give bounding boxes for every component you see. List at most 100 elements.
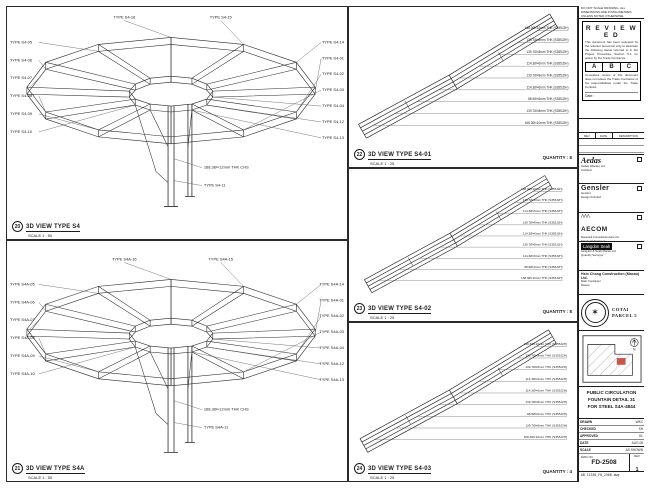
status-option-a: A [586,63,604,72]
panel-3d-view-s4a: TYPE S4A-16 TYPE S4A-15 TYPE S4A-05 TYPE… [6,240,348,482]
north-label: N [633,347,636,351]
callout-label: TYPE S4-09 [10,111,33,116]
panel-detail-s4-02: 168.3Ø×10mm THK (S355J2H) 139.7Ø×8mm THK… [348,168,578,322]
callout-label: TYPE S4-13 [322,135,345,140]
callout-label: TYPE S4A-07 [10,317,35,322]
revision-table: REV DATE DESCRIPTION [579,133,644,155]
callout-label: TYPE S4A-03 [319,329,344,334]
callout-label: TYPE S4A-01 [319,297,344,302]
callout-label: 139.7Ø×8mm THK (S355J2H) [526,38,568,42]
consultant-checkbox [637,215,642,220]
consultant-gensler: Gensler Gensler Design Architect [579,184,644,213]
callout-label: TYPE S4-05 [10,39,33,44]
north-arrow-icon [629,337,638,347]
callout-label: 114.3Ø×6mm THK (S355J2H) [527,85,569,89]
scale-row: SCALE AS SHOWN [579,447,644,454]
callout-label: 88.9Ø×6mm THK (S355J2H) [524,265,562,269]
drawn-value: WKC [635,420,643,424]
callout-label: TYPE S4A-15 [208,257,233,262]
title-block: DO NOT SCALE DRAWING. ALL DIMENSIONS ARE… [578,6,644,482]
callout-label: 114.3Ø×6mm THK (S355J2H) [526,389,567,393]
consultant-aecom: ⋀⋀⋀ AECOM Maunsell Consultants Asia Ltd.… [579,213,644,242]
callout-label: 139.7Ø×8mm THK (S355J2H) [526,109,568,113]
checked-value: SH [638,427,643,431]
drawn-label: DRAWN [580,420,593,424]
callout-label: 168.3Ø×10mm THK (S355J2H) [524,342,567,346]
revision-row [579,139,644,146]
rev-cell: REV 1 [629,454,644,471]
callout-label: TYPE S4-07 [10,75,32,80]
radial-trusses [26,37,316,144]
key-plan: N [582,334,641,383]
callout-label: TYPE S4A-14 [319,281,344,286]
consultant-name: Langdon & Seah Macau Ltd. [581,249,617,253]
callout-label: TYPE S4-06 [10,57,33,62]
callout-label: TYPE S4-04 [322,103,345,108]
steel-canopy-drawing: TYPE S4A-16 TYPE S4A-15 TYPE S4A-05 TYPE… [10,257,345,453]
project-name-line2: PARCEL 5 [612,312,637,318]
panel-scale: SCALE 1 : 50 [28,232,53,238]
quantity-note: QUANTITY : 4 [542,469,572,474]
approved-value: KL [639,434,643,438]
callout-label: 168.3Ø×10mm THK (S355J2H) [521,187,562,191]
reviewed-title: R E V I E W E D [585,25,638,39]
callout-label: TYPE S4-01 [322,55,345,60]
leader-lines [373,30,569,126]
aecom-logo-mark: ⋀⋀⋀ [581,213,590,218]
north-arrow-icon [631,338,636,345]
pipe-bundle [358,13,558,139]
callout-label: TYPE S4A-10 [10,371,35,376]
callout-label: 139.7Ø×8mm THK (S355J2H) [525,400,567,404]
panel-detail-s4-01: 168.3Ø×10mm THK (S355J2H) 139.7Ø×8mm THK… [348,6,578,168]
drawing-title-line3: FOR STEEL S4A-4844 [587,403,636,409]
callout-label: TYPE S4-08 [10,93,33,98]
callout-label: 139.7Ø×8mm THK (S355J2H) [525,365,567,369]
panel-label: 24 3D VIEW TYPE S4-03 [354,463,432,474]
callout-label: TYPE S4A-05 [10,281,35,286]
detail-ref-bubble: 20 [12,221,23,232]
panel-scale: SCALE 1 : 25 [370,474,395,480]
gensler-logo: Gensler [581,185,610,192]
consultant-name: Aedas (Macau) Ltd. [581,164,606,168]
drawn-row: DRAWN WKC [579,419,644,426]
detail-ref-bubble: 23 [354,303,365,314]
callout-label: TYPE S4-12 [322,119,344,124]
callout-label: 114.3Ø×6mm THK (S355J2H) [527,62,569,66]
info-rows: DRAWN WKC CHECKED SH APPROVED KL DATE AU… [579,419,644,447]
consultant-langdon-seah: Langdon Seah Langdon & Seah Macau Ltd. Q… [579,242,644,271]
callout-label: 114.3Ø×6mm THK (S355J2H) [523,209,563,213]
consultant-role: Design Architect [581,194,602,199]
revision-table-header: REV DATE DESCRIPTION [579,133,644,139]
callout-label: 168.3Ø×10mm THK (S355J2H) [525,26,569,30]
approved-row: APPROVED KL [579,433,644,440]
callout-label: TYPE S4A-02 [319,313,344,318]
quantity-note: QUANTITY : 8 [542,155,572,160]
leader-lines [27,262,322,428]
panel-scale: SCALE 1 : 50 [28,474,53,480]
central-mast [134,104,195,207]
rev-col-header: REV [579,133,596,138]
radial-trusses [26,279,316,386]
project-name: COTAI PARCEL 5 [612,307,637,318]
callout-label: 139.7Ø×8mm THK (S355J2H) [525,354,567,358]
langdon-seah-logo: Langdon Seah [581,243,613,250]
panel-scale: SCALE 1 : 25 [370,314,395,320]
checked-label: CHECKED [580,427,596,431]
callout-label: TYPE S4A-12 [319,361,344,366]
panel-label: 23 3D VIEW TYPE S4-02 [354,303,432,314]
drawing-title: PUBLIC CIRCULATION FOUNTAIN DETAIL 31 FO… [579,387,644,419]
consultant-aedas: Aedas Aedas (Macau) Ltd. Architect [579,155,644,184]
scale-label: SCALE [580,448,591,452]
consultant-role: Structural Engineer [581,238,605,242]
project-name-line1: COTAI [612,306,629,312]
dwg-number-row: DWG NO. FD-2508 REV 1 [579,454,644,472]
callout-label: TYPE S4-15 [210,15,233,20]
steel-member-detail: 168.3Ø×10mm THK (S355J2H) 139.7Ø×8mm THK… [358,13,569,139]
date-label: DATE [580,441,589,445]
date-row: DATE AUG 08 [579,440,644,446]
location-highlight [616,357,626,365]
quantity-note: QUANTITY : 8 [542,309,572,314]
panel-label: 22 3D VIEW TYPE S4-01 [354,149,432,160]
steel-member-detail: 168.3Ø×10mm THK (S355J2H) 139.7Ø×8mm THK… [359,329,568,453]
project-seal: ✶ [581,298,609,327]
